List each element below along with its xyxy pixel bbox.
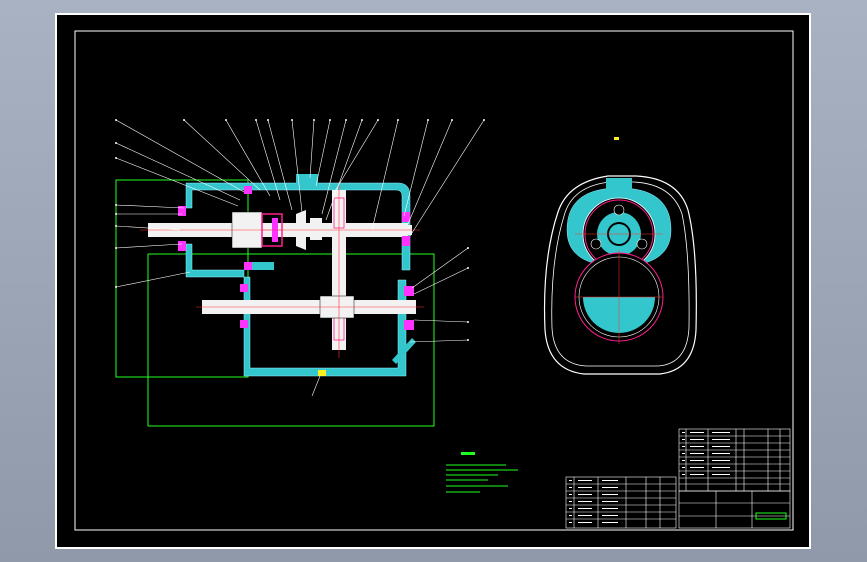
- housing-top-cap: [296, 174, 318, 186]
- parts-list-table: [565, 476, 677, 529]
- bearing-output-left-2: [240, 320, 248, 328]
- bearing-input-right-2: [402, 236, 410, 246]
- title-block-icon: [565, 428, 791, 529]
- housing-lower: [243, 276, 407, 377]
- bearing-output-right: [404, 286, 414, 296]
- input-spacer: [310, 218, 322, 240]
- housing-upper: [185, 182, 411, 271]
- vent-plug: [392, 338, 416, 364]
- section-view-icon: [543, 137, 697, 375]
- bearing-input-left-2: [178, 241, 186, 251]
- main-section-view: [115, 119, 485, 427]
- bearing-mid: [244, 262, 252, 270]
- drain-plug: [318, 370, 326, 376]
- bearing-input-right: [402, 212, 410, 222]
- side-housing-inner-outline: [551, 181, 690, 367]
- section-label-mark: [614, 137, 619, 140]
- housing-inner-shelf: [244, 262, 274, 270]
- bearing-input-left: [178, 206, 186, 216]
- title-block: [678, 490, 791, 529]
- title-stamp: [755, 512, 787, 520]
- drawing-sheet: [55, 13, 811, 549]
- top-boss: [606, 178, 632, 190]
- inner-frame: [74, 30, 794, 531]
- side-housing-outline: [543, 175, 697, 375]
- base-dimension-box: [147, 253, 435, 427]
- bearing-output-right-2: [404, 320, 414, 330]
- notes-heading-mark: [461, 452, 475, 455]
- bearing-output-left: [240, 284, 248, 292]
- bearing-top: [244, 186, 252, 194]
- technical-notes: [446, 452, 518, 493]
- housing-upper-left-wall: [185, 243, 245, 278]
